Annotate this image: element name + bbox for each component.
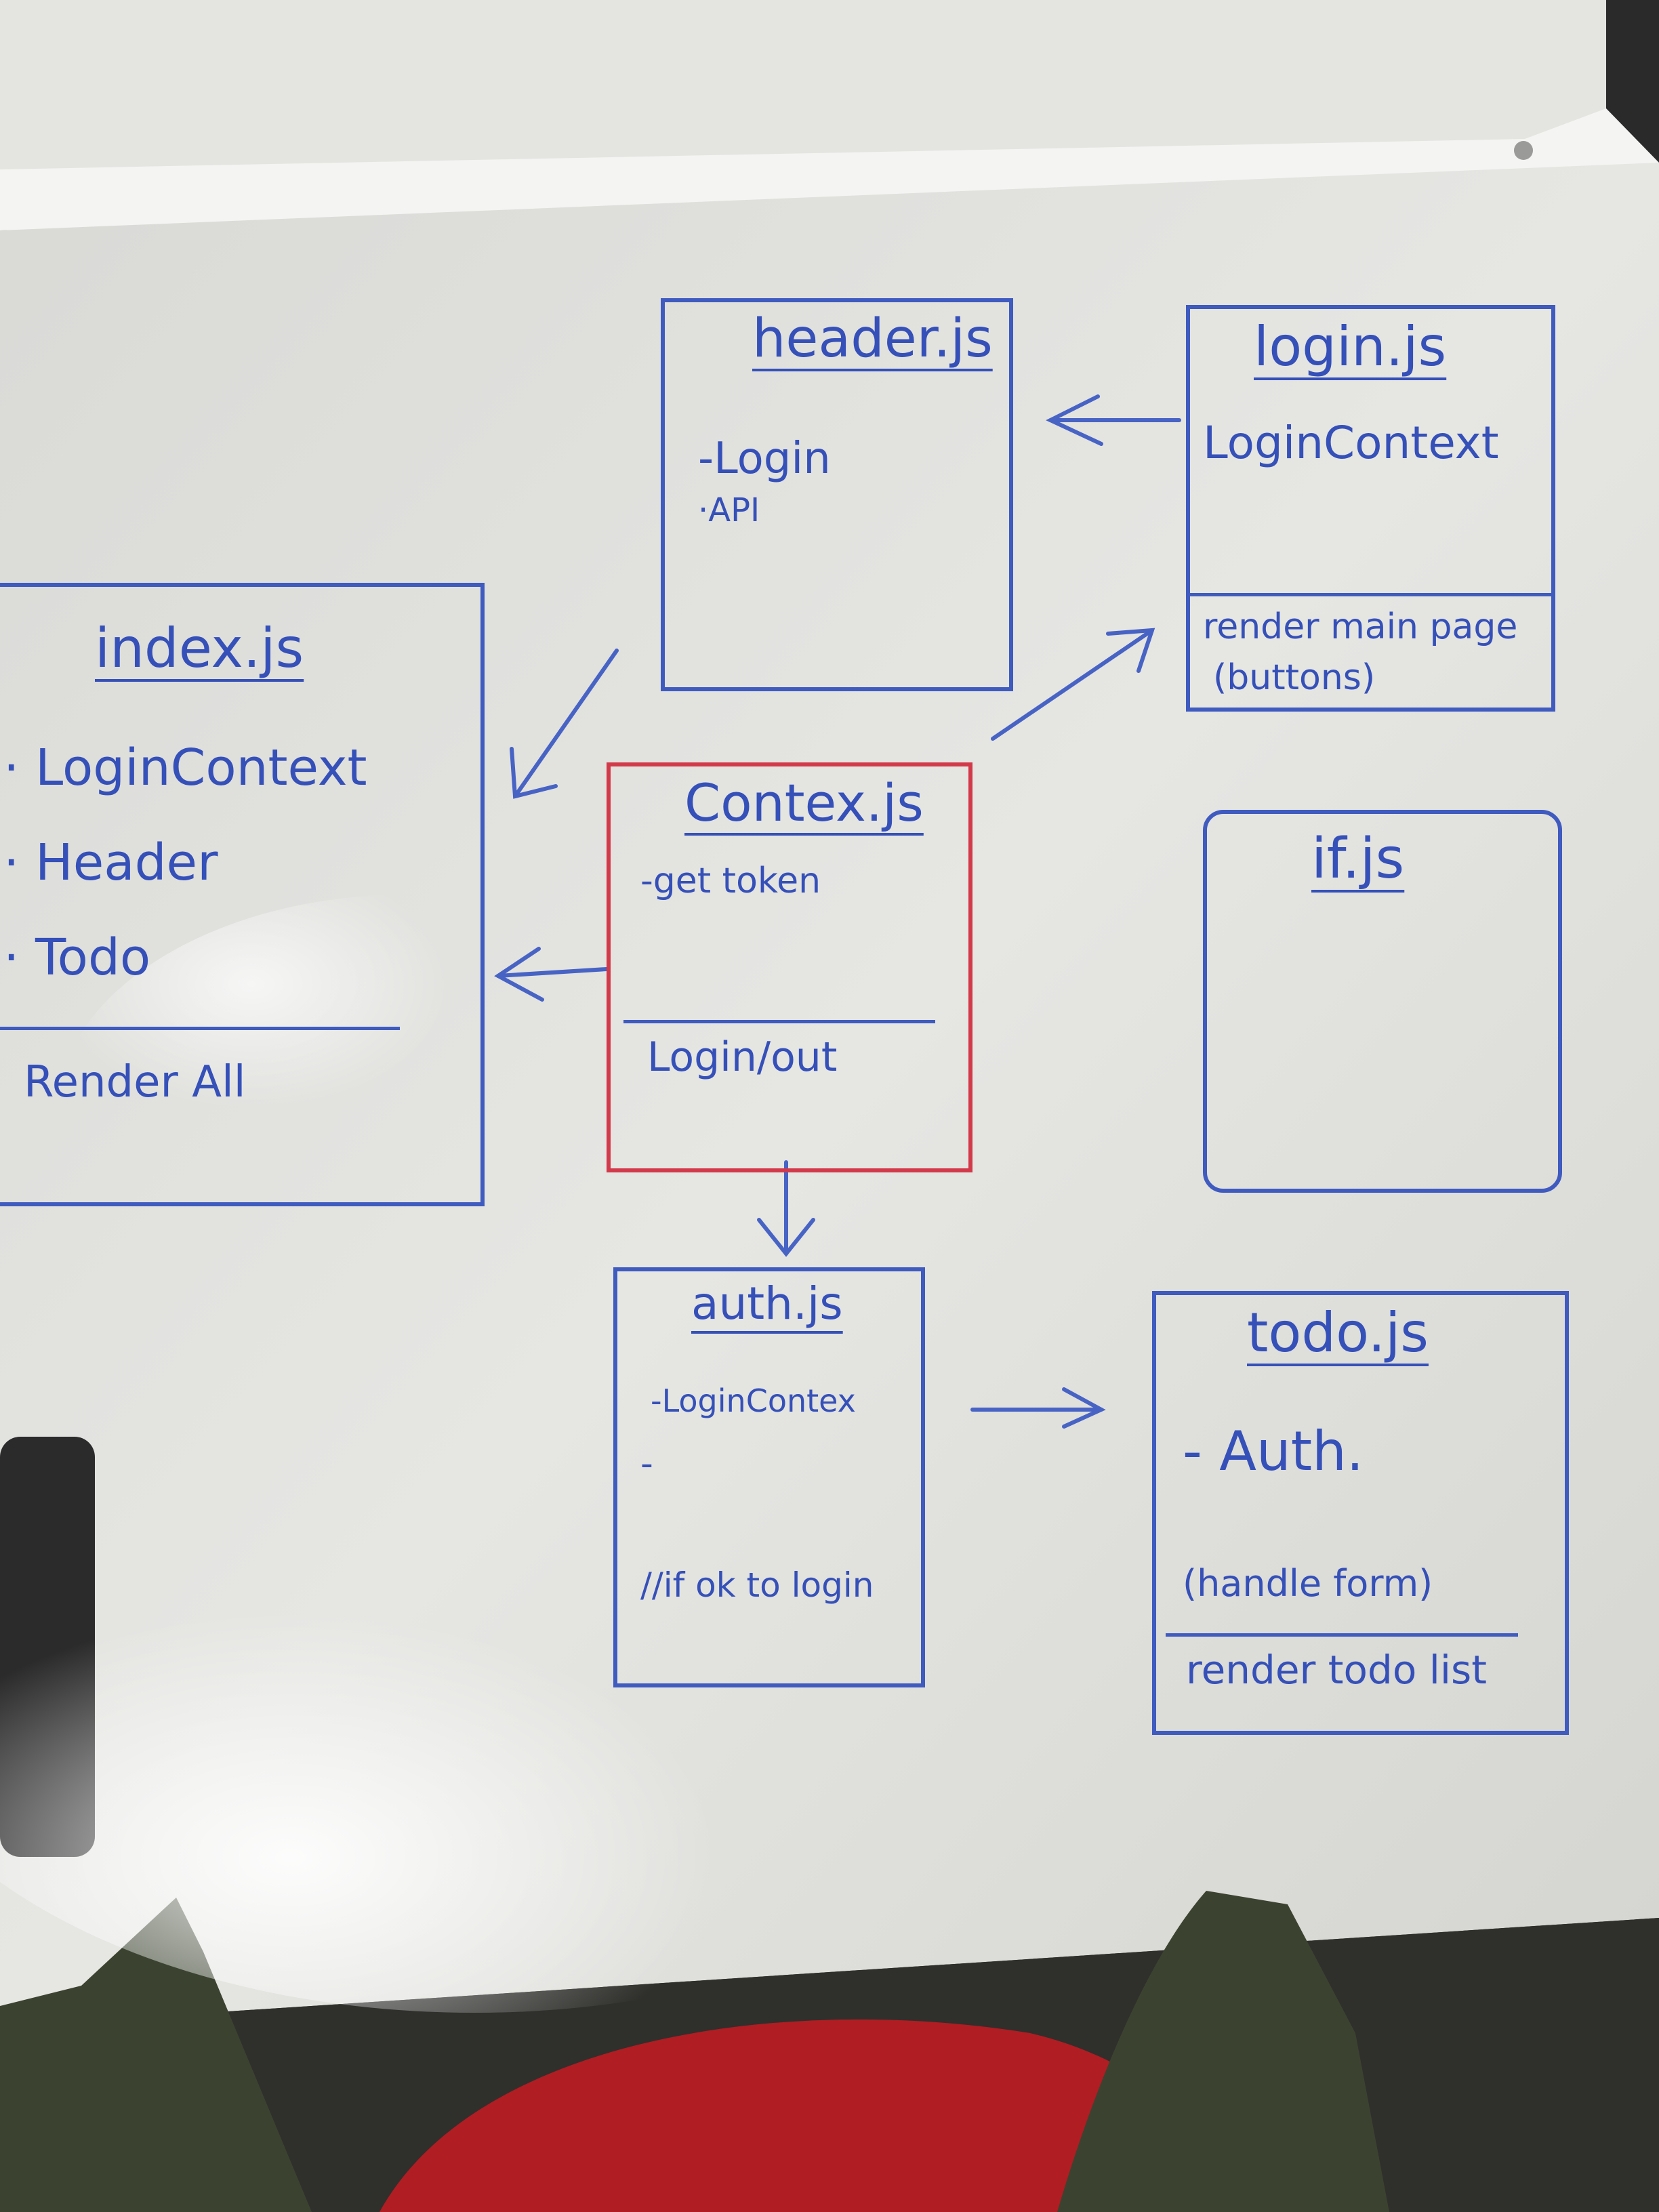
todo-js-title: todo.js	[1247, 1301, 1429, 1364]
context-js-title: Contex.js	[684, 773, 924, 833]
todo-js-bottom-rendertodolist: render todo list	[1186, 1647, 1487, 1693]
index-js-title: index.js	[95, 617, 304, 680]
login-js-title: login.js	[1254, 315, 1447, 378]
arrow-context-to-login	[991, 628, 1154, 741]
login-js-bottom-2: (buttons)	[1213, 657, 1376, 698]
shirt	[380, 2019, 1274, 2212]
context-js-box	[607, 762, 972, 1172]
login-js-item-logincontext: LoginContext	[1203, 417, 1499, 469]
todo-js-item-auth: - Auth.	[1183, 1420, 1364, 1483]
todo-js-bottom-handleform: (handle form)	[1183, 1562, 1433, 1605]
jacket-left	[0, 1898, 312, 2212]
index-js-box	[0, 583, 485, 1206]
header-js-box	[661, 298, 1013, 691]
index-js-item-todo: · Todo	[3, 928, 151, 987]
login-js-bottom-1: render main page	[1203, 607, 1518, 647]
context-js-divider	[623, 1020, 935, 1023]
index-js-divider	[0, 1027, 400, 1030]
todo-js-box	[1152, 1291, 1569, 1735]
auth-js-box	[613, 1267, 925, 1687]
header-js-item-api: ·API	[698, 491, 760, 529]
arrow-header-to-index	[513, 649, 619, 798]
index-js-item-logincontext: · LoginContext	[3, 739, 367, 797]
index-js-bottom: Render All	[24, 1057, 246, 1107]
auth-js-item-logincontex: -LoginContex	[651, 1382, 856, 1419]
arrow-context-to-index	[496, 967, 609, 978]
auth-js-item-comment: //if ok to login	[640, 1565, 874, 1605]
index-js-item-header: · Header	[3, 834, 218, 892]
header-js-item-login: -Login	[698, 434, 831, 484]
auth-js-item-dash: -	[640, 1443, 653, 1484]
header-js-title: header.js	[752, 308, 993, 369]
if-js-title: if.js	[1311, 827, 1405, 891]
arrows	[494, 394, 1181, 1429]
login-js-box	[1186, 305, 1555, 712]
context-js-bottom: Login/out	[647, 1033, 838, 1081]
todo-js-divider	[1166, 1633, 1518, 1637]
screw-icon	[1514, 141, 1533, 160]
auth-js-title: auth.js	[691, 1277, 843, 1330]
jacket-right	[1057, 1891, 1389, 2212]
if-js-box	[1203, 810, 1562, 1193]
login-js-divider	[1190, 593, 1551, 596]
context-js-item-gettoken: -get token	[640, 861, 821, 901]
